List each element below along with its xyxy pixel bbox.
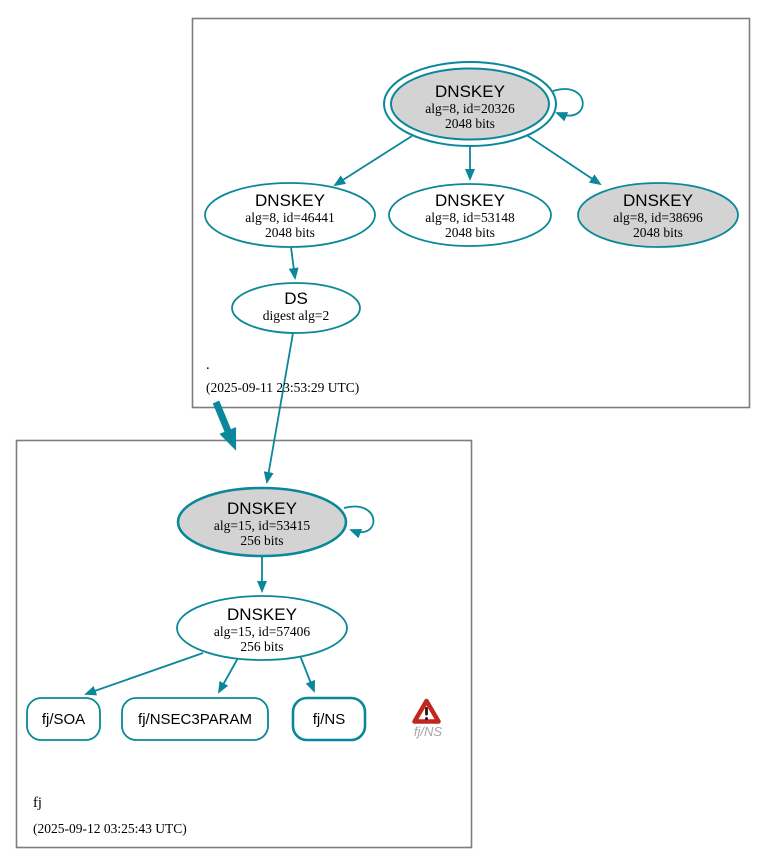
node-bits: 2048 bits [445,116,495,131]
dnskey-node-20326[interactable]: DNSKEY alg=8, id=20326 2048 bits [383,61,557,147]
rrset-fj-ns[interactable]: fj/NS [291,696,367,742]
node-title: DNSKEY [435,191,505,210]
edge-fj-zsk-to-soa [84,652,204,696]
edge-ds-to-fj-ksk [263,332,294,484]
edge-fj-ksk-selfloop [343,505,375,539]
zone-fj-label: fj [33,795,42,811]
node-alg: alg=8, id=46441 [245,210,334,225]
node-bits: 2048 bits [265,225,315,240]
edge-fj-zsk-to-ns [298,652,315,693]
dnskey-node-57406[interactable]: DNSKEY alg=15, id=57406 256 bits [176,595,348,661]
rrset-label: fj/NS [313,711,346,728]
node-title: DNSKEY [255,191,325,210]
node-bits: 2048 bits [633,225,683,240]
node-bits: 256 bits [240,639,283,654]
node-title: DNSKEY [435,82,505,101]
edge-root-ksk-to-zsk46441 [333,135,413,187]
edges-root [212,88,602,484]
node-bits: 2048 bits [445,225,495,240]
node-title: DS [284,289,308,308]
warning-caption: fj/NS [414,724,443,739]
dnskey-node-38696[interactable]: DNSKEY alg=8, id=38696 2048 bits [577,182,739,248]
edge-zsk46441-to-ds [288,246,299,280]
warning-icon[interactable] [412,698,441,724]
edges-fj [84,505,375,696]
zone-root-label: . [206,357,210,373]
zone-fj-timestamp: (2025-09-12 03:25:43 UTC) [33,821,187,836]
node-title: DNSKEY [623,191,693,210]
node-title: DNSKEY [227,499,297,518]
edge-fj-zsk-to-nsec3param [218,657,239,694]
edge-delegation-root-to-fj [212,400,237,451]
dnskey-node-53148[interactable]: DNSKEY alg=8, id=53148 2048 bits [388,183,552,247]
node-title: DNSKEY [227,605,297,624]
rrset-label: fj/SOA [42,711,85,728]
edge-root-ksk-selfloop [552,88,584,122]
node-alg: alg=8, id=20326 [425,101,515,116]
dnskey-node-53415[interactable]: DNSKEY alg=15, id=53415 256 bits [176,486,348,558]
dnskey-node-46441[interactable]: DNSKEY alg=8, id=46441 2048 bits [204,182,376,248]
node-detail: digest alg=2 [263,308,329,323]
node-alg: alg=15, id=57406 [214,624,310,639]
node-alg: alg=8, id=53148 [425,210,515,225]
rrset-label: fj/NSEC3PARAM [138,711,252,728]
zone-root-box [191,17,751,409]
rrset-fj-soa[interactable]: fj/SOA [26,697,101,741]
node-alg: alg=15, id=53415 [214,518,310,533]
edge-root-ksk-to-key38696 [527,135,602,186]
warning-exclamation [425,707,428,716]
zone-fj-box [15,439,473,849]
node-alg: alg=8, id=38696 [613,210,703,225]
node-bits: 256 bits [240,533,283,548]
rrset-fj-nsec3param[interactable]: fj/NSEC3PARAM [121,697,269,741]
zone-root-timestamp: (2025-09-11 23:53:29 UTC) [206,380,359,395]
ds-node[interactable]: DS digest alg=2 [231,282,361,334]
